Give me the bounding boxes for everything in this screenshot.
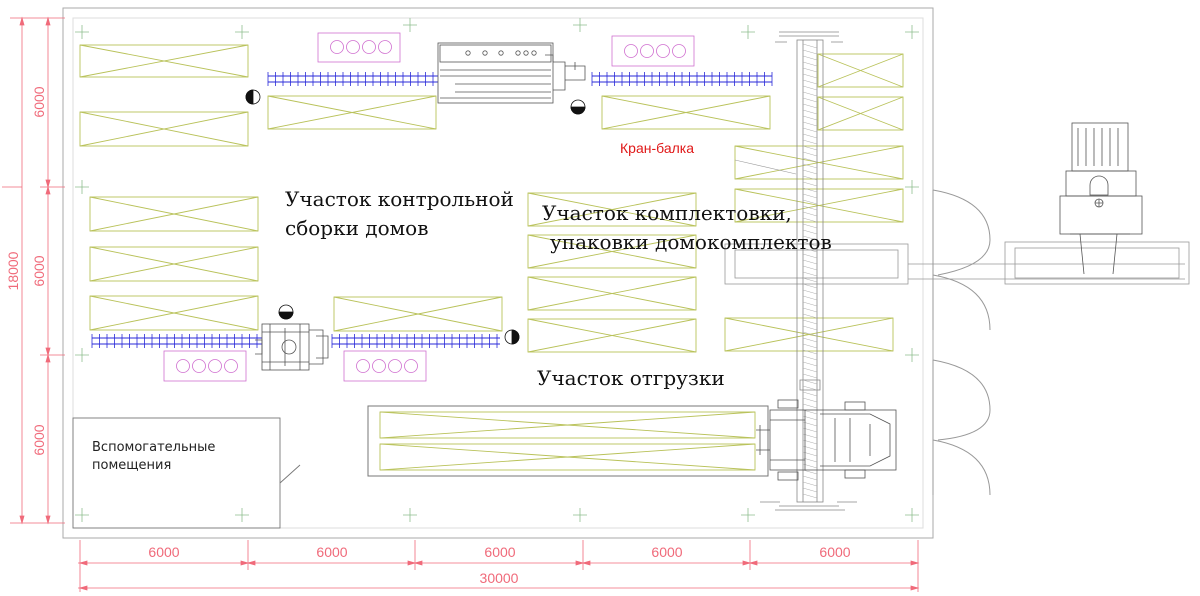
crane-motor	[1059, 122, 1143, 275]
aux-rooms-label-2: помещения	[92, 458, 171, 473]
zone-label-kitting-2: упаковки домокомплектов	[550, 230, 832, 254]
storage-rack	[79, 44, 249, 78]
storage-rack	[527, 318, 697, 353]
dim-bay-v-2: 6000	[31, 255, 47, 286]
dimension-lines-horizontal	[78, 540, 920, 592]
gate-bottom	[932, 359, 991, 496]
storage-rack	[333, 296, 503, 332]
dim-bay-h-1: 6000	[148, 544, 179, 560]
zone-label-shipping: Участок отгрузки	[537, 366, 725, 390]
assembly-machine-mid	[255, 323, 329, 371]
crane-beam	[760, 31, 857, 511]
gate-top	[932, 189, 991, 331]
storage-rack	[527, 192, 697, 227]
storage-rack	[379, 443, 756, 471]
storage-rack	[734, 145, 904, 180]
storage-rack	[734, 188, 904, 223]
zone-label-assembly-1: Участок контрольной	[285, 187, 514, 211]
zone-label-kitting-1: Участок комплектовки,	[542, 201, 792, 225]
storage-rack	[527, 276, 697, 311]
conveyor-mid-right	[331, 334, 500, 348]
assembly-machine-top	[437, 42, 586, 104]
dim-bay-h-5: 6000	[819, 544, 850, 560]
storage-rack	[724, 317, 894, 352]
crane-rungs	[802, 43, 818, 499]
storage-rack	[89, 246, 259, 282]
storage-rack	[79, 111, 249, 147]
transfer-track	[724, 241, 1190, 285]
storage-rack	[267, 95, 437, 130]
dim-total-h: 30000	[480, 570, 519, 586]
truck-cab	[756, 399, 897, 481]
storage-rack	[379, 411, 756, 439]
machine-block	[317, 32, 401, 63]
truck-trailer	[367, 405, 769, 477]
conveyor-mid-left	[91, 334, 262, 348]
dim-bay-v-3: 6000	[31, 424, 47, 455]
storage-rack	[89, 295, 259, 331]
conveyor-top-left	[267, 72, 438, 86]
columns	[75, 18, 919, 522]
dim-bay-v-1: 6000	[31, 86, 47, 117]
storage-rack	[89, 196, 259, 232]
dim-bay-h-4: 6000	[651, 544, 682, 560]
storage-racks	[79, 44, 904, 471]
storage-rack	[527, 234, 697, 269]
dim-bay-h-3: 6000	[484, 544, 515, 560]
machine-block	[343, 350, 427, 382]
building-outline	[62, 7, 934, 539]
storage-rack	[817, 53, 904, 88]
machine-block	[163, 350, 247, 382]
dimension-lines-vertical	[2, 16, 65, 525]
crane-leader-line	[734, 159, 797, 175]
aux-rooms-label-1: Вспомогательные	[92, 440, 215, 455]
dim-bay-h-2: 6000	[316, 544, 347, 560]
machine-block	[611, 35, 695, 67]
aux-rooms	[72, 417, 301, 529]
zone-label-assembly-2: сборки домов	[285, 216, 429, 240]
conveyor-top-right	[591, 72, 773, 86]
storage-rack	[601, 95, 771, 130]
crane-label: Кран-балка	[620, 140, 694, 156]
level-markers	[245, 89, 586, 345]
storage-rack	[817, 96, 904, 131]
dim-total-v: 18000	[5, 251, 21, 290]
